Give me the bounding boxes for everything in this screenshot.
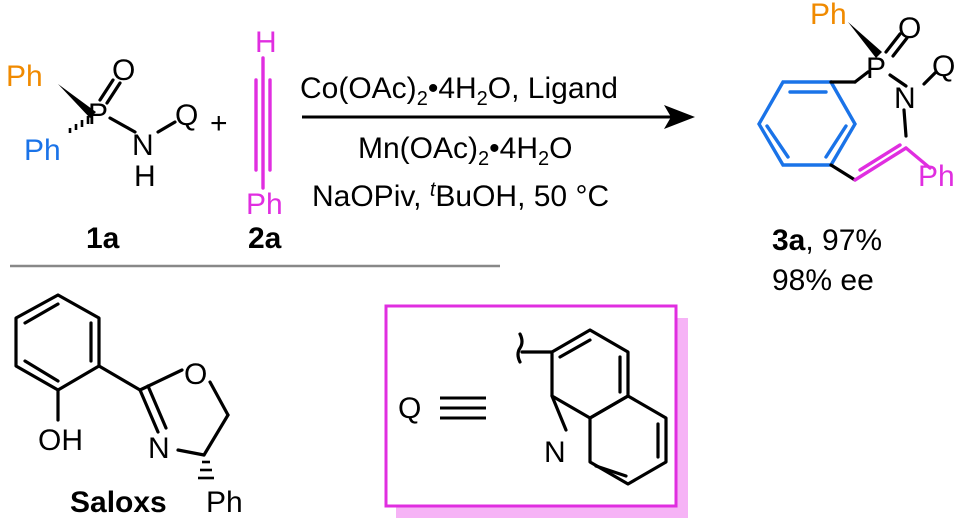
condition-line-2: Mn(OAc)2•4H2O	[358, 132, 572, 170]
nq-bond	[156, 120, 177, 134]
ligand-hash-bond	[198, 460, 214, 480]
condition-line-3: NaOPiv, tBuOH, 50 °C	[312, 179, 609, 213]
alkyne-h-label: H	[255, 26, 277, 59]
product-q-label: Q	[932, 50, 955, 83]
c-ph-bond	[904, 146, 932, 170]
reaction-arrow-group: Co(OAc)2•4H2O, Ligand Mn(OAc)2•4H2O NaOP…	[300, 72, 695, 213]
benzene-inner-3	[824, 124, 848, 159]
benzene-inner-2	[765, 124, 790, 159]
q-definition-box: Q N	[384, 304, 688, 518]
pn-bond	[108, 116, 137, 134]
arrow-head	[664, 105, 695, 129]
ox-ch2-ch-bond	[202, 413, 230, 457]
po-double-bond-a	[98, 78, 115, 102]
equivalence-sign	[440, 396, 486, 420]
q-box-q-label: Q	[398, 392, 421, 425]
reactant-1a: Ph Ph P O N H Q + 1a	[6, 54, 228, 255]
quinoline-inner-1	[558, 338, 592, 359]
p-o-double-b	[891, 36, 909, 58]
product-caption: 3a, 97%	[772, 224, 882, 257]
alkyne-ph-label: Ph	[246, 188, 283, 221]
quinoline-inner-4	[594, 464, 628, 478]
phosphorus-label: P	[88, 98, 108, 131]
ligand-ph-label: Ph	[206, 486, 243, 519]
ox-cn-double-a	[138, 388, 160, 434]
quinoline-ring-b	[588, 394, 668, 486]
quinoline-n-bond	[550, 394, 568, 432]
ligand-n-label: N	[148, 432, 170, 465]
p-o-double-a	[884, 32, 902, 54]
aryl-oxazoline-bond	[97, 364, 142, 392]
ligand-name: Saloxs	[70, 486, 167, 519]
phenol-ring	[14, 293, 101, 392]
ring-p-n-bond	[888, 73, 908, 88]
ph-label-bottom: Ph	[24, 134, 61, 167]
alkene-inner-bond	[858, 143, 902, 172]
ring-n-c-bond	[902, 108, 908, 138]
q-box-frame	[384, 304, 678, 508]
compound-label-1a: 1a	[86, 222, 120, 255]
q-label: Q	[175, 99, 198, 132]
condition-line-1: Co(OAc)2•4H2O, Ligand	[300, 72, 618, 110]
wedge-bond	[58, 84, 96, 118]
product-ph-right: Ph	[918, 160, 955, 193]
product-p-label: P	[866, 52, 886, 85]
attachment-wavy-bond	[516, 332, 524, 364]
product-ph-top: Ph	[810, 0, 847, 31]
ligand-oh-label: OH	[38, 424, 83, 457]
saloxs-ligand: OH O N Ph Saloxs	[14, 293, 243, 519]
hash-bond	[68, 116, 90, 133]
ring-ch2-bond	[829, 163, 857, 182]
product-o-label: O	[898, 12, 921, 45]
ox-ch-n-bond	[176, 448, 206, 457]
phenol-inner-1	[23, 302, 60, 325]
ph-label-top: Ph	[6, 60, 43, 93]
compound-label-2a: 2a	[248, 222, 282, 255]
hydrogen-label: H	[134, 160, 156, 193]
product-3a: Ph P O N Q Ph 3a, 97% 98% ee	[757, 0, 955, 297]
product-wedge-bond	[848, 22, 882, 58]
ox-c-o-bond	[138, 368, 184, 392]
reactant-2a: H Ph 2a	[246, 26, 283, 255]
product-n-label: N	[894, 82, 916, 115]
phenol-inner-3	[23, 359, 60, 383]
quinoline-n-label: N	[544, 436, 566, 469]
product-ee: 98% ee	[772, 264, 874, 297]
n-q-bond	[922, 70, 938, 86]
ring-c-p-bond	[853, 70, 870, 84]
ox-o-ch2-bond	[208, 380, 230, 417]
ligand-o-label: O	[184, 358, 207, 391]
alkene-bond	[853, 146, 908, 182]
plus-sign: +	[210, 107, 228, 140]
ox-cn-double-b	[146, 384, 168, 430]
nitrogen-label: N	[132, 129, 154, 162]
benzene-ring	[757, 80, 857, 167]
oxygen-label: O	[112, 54, 135, 87]
po-double-bond-b	[105, 81, 122, 105]
